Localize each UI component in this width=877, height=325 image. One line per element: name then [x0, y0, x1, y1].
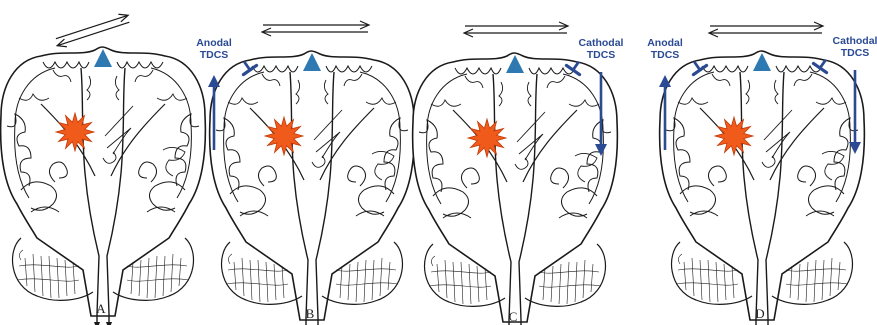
anodal-tdcs-label: TDCS	[651, 49, 680, 61]
interhemispheric-arrow-icon	[262, 21, 369, 36]
brain-section-icon	[660, 51, 865, 325]
panel-c: CathodalTDCS C	[413, 22, 624, 325]
anodal-tdcs-label: TDCS	[200, 49, 229, 61]
cathodal-label: Cathodal	[579, 37, 624, 49]
arrow-right-line	[56, 16, 127, 39]
anodal-arrow-icon-head	[208, 75, 220, 87]
panel-label: A	[96, 301, 106, 316]
panel-label: D	[755, 306, 764, 321]
brain-section-icon	[413, 53, 618, 325]
cathodal-label: Cathodal	[833, 35, 877, 47]
brain-section-icon	[210, 51, 415, 325]
panel-a: A	[1, 11, 206, 325]
cathodal-tdcs-label: TDCS	[841, 47, 870, 59]
brain-section-icon	[1, 47, 206, 325]
anodal-label: Anodal	[196, 37, 232, 49]
arrow-left-line	[58, 22, 129, 45]
cathodal-tdcs-label: TDCS	[587, 49, 616, 61]
interhemispheric-arrow-icon	[464, 22, 568, 37]
panel-label: C	[509, 309, 518, 324]
anodal-label: Anodal	[647, 37, 683, 49]
interhemispheric-arrow-icon	[54, 11, 132, 49]
panel-d: AnodalTDCSCathodalTDCSD	[647, 22, 877, 325]
panel-label: B	[306, 306, 315, 321]
interhemispheric-arrow-icon	[709, 22, 823, 37]
panel-b: AnodalTDCS B	[196, 21, 414, 325]
